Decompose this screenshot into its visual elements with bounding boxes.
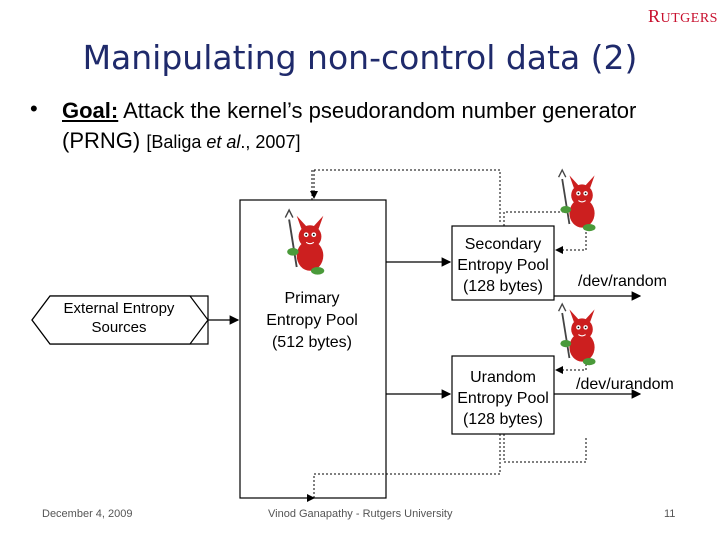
- dev-urandom-label: /dev/urandom: [576, 376, 674, 393]
- citation-em: et al: [206, 132, 241, 152]
- goal-text: Attack the kernel’s pseudorandom number …: [62, 98, 637, 153]
- urandom-line-2: Entropy Pool: [457, 390, 549, 407]
- footer-date: December 4, 2009: [42, 508, 133, 520]
- logo-initial: R: [648, 6, 661, 26]
- citation: [Baliga et al., 2007]: [146, 132, 300, 152]
- secondary-pool-box: [451, 225, 555, 301]
- urandom-line-3: (128 bytes): [463, 411, 543, 428]
- feedback-loop-primary-bottom: [313, 434, 501, 500]
- external-line-1: External Entropy: [64, 300, 175, 317]
- primary-line-3: (512 bytes): [272, 334, 352, 351]
- dev-random-label: /dev/random: [578, 273, 667, 290]
- feedback-loop-primary-top: [311, 169, 501, 224]
- secondary-line-3: (128 bytes): [463, 278, 543, 295]
- logo-rest: UTGERS: [660, 11, 718, 26]
- citation-post: ., 2007]: [240, 132, 301, 152]
- external-line-2: Sources: [91, 319, 146, 336]
- bsd-daemon-icon: [557, 303, 597, 367]
- footer-page-number: 11: [664, 508, 676, 520]
- citation-pre: [Baliga: [146, 132, 207, 152]
- bsd-daemon-icon: [557, 169, 597, 233]
- bullet-text: Goal: Attack the kernel’s pseudorandom n…: [62, 96, 702, 157]
- secondary-line-2: Entropy Pool: [457, 257, 549, 274]
- bullet-marker: •: [30, 96, 38, 121]
- primary-line-2: Entropy Pool: [266, 312, 358, 329]
- goal-label: Goal:: [62, 98, 119, 123]
- secondary-line-1: Secondary: [465, 236, 542, 253]
- primary-line-1: Primary: [284, 290, 339, 307]
- rutgers-logo: RUTGERS: [648, 6, 718, 27]
- feedback-loop-urandom-bottom: [503, 434, 587, 463]
- footer-author: Vinod Ganapathy - Rutgers University: [268, 508, 453, 520]
- urandom-pool-box: [451, 355, 555, 435]
- urandom-line-1: Urandom: [470, 369, 536, 386]
- slide-title: Manipulating non-control data (2): [82, 38, 638, 77]
